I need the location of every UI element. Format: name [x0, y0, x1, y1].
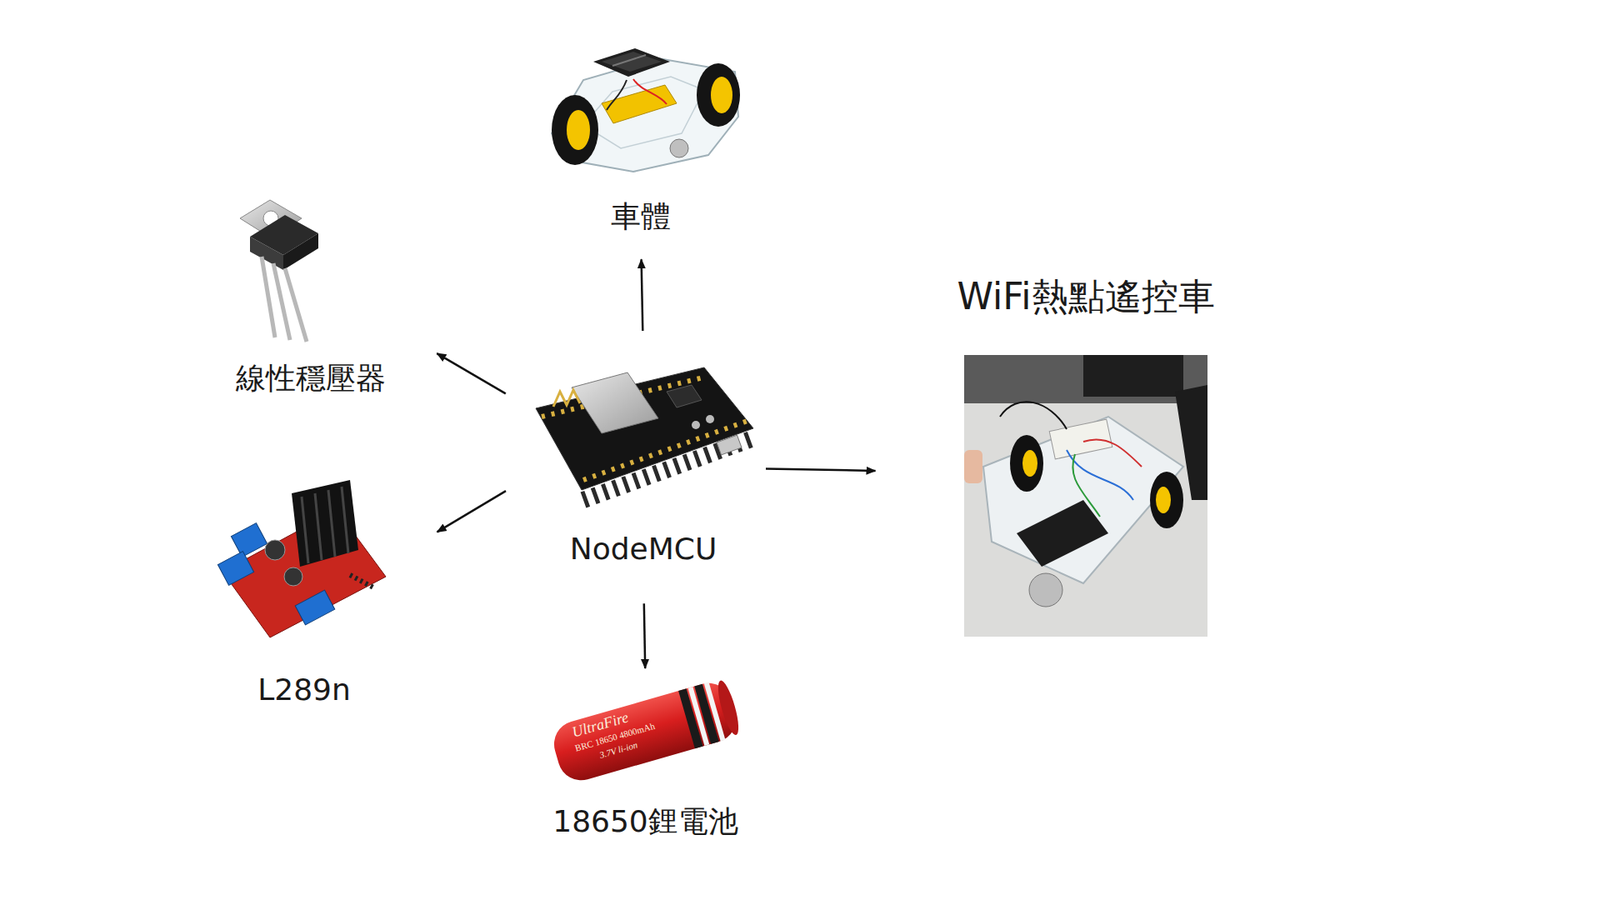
- nodemcu-board: [535, 367, 754, 500]
- arrow-connector: [765, 469, 876, 471]
- part-label: 18650鋰電池: [547, 803, 744, 840]
- arrow-connector: [437, 490, 507, 532]
- component-node: L289n: [214, 473, 395, 708]
- component-node: NodeMCU: [525, 362, 761, 567]
- node-heading: WiFi熱點遙控車: [952, 275, 1220, 320]
- regulator-symbol: [240, 200, 319, 342]
- motor-driver-board: [217, 480, 386, 638]
- part-label: 車體: [535, 198, 746, 235]
- arrow-connector: [641, 259, 644, 331]
- part-label: L289n: [214, 671, 395, 708]
- image-area: [952, 355, 1220, 638]
- car-photo: [964, 355, 1208, 637]
- part-label: 線性穩壓器: [230, 360, 391, 396]
- component-node: 車體: [535, 43, 746, 235]
- image-area: [230, 208, 391, 360]
- arrow-connector: [436, 353, 506, 394]
- image-area: [525, 362, 761, 531]
- image-area: [214, 473, 395, 672]
- component-node: 18650鋰電池: [547, 681, 744, 840]
- battery-cell: [548, 677, 743, 786]
- component-node: WiFi熱點遙控車: [952, 275, 1220, 638]
- arrow-connector: [644, 603, 645, 669]
- image-area: [535, 43, 746, 199]
- part-label: NodeMCU: [525, 530, 761, 567]
- component-node: 線性穩壓器: [230, 208, 391, 396]
- image-area: [952, 319, 1220, 356]
- car-chassis: [551, 48, 740, 172]
